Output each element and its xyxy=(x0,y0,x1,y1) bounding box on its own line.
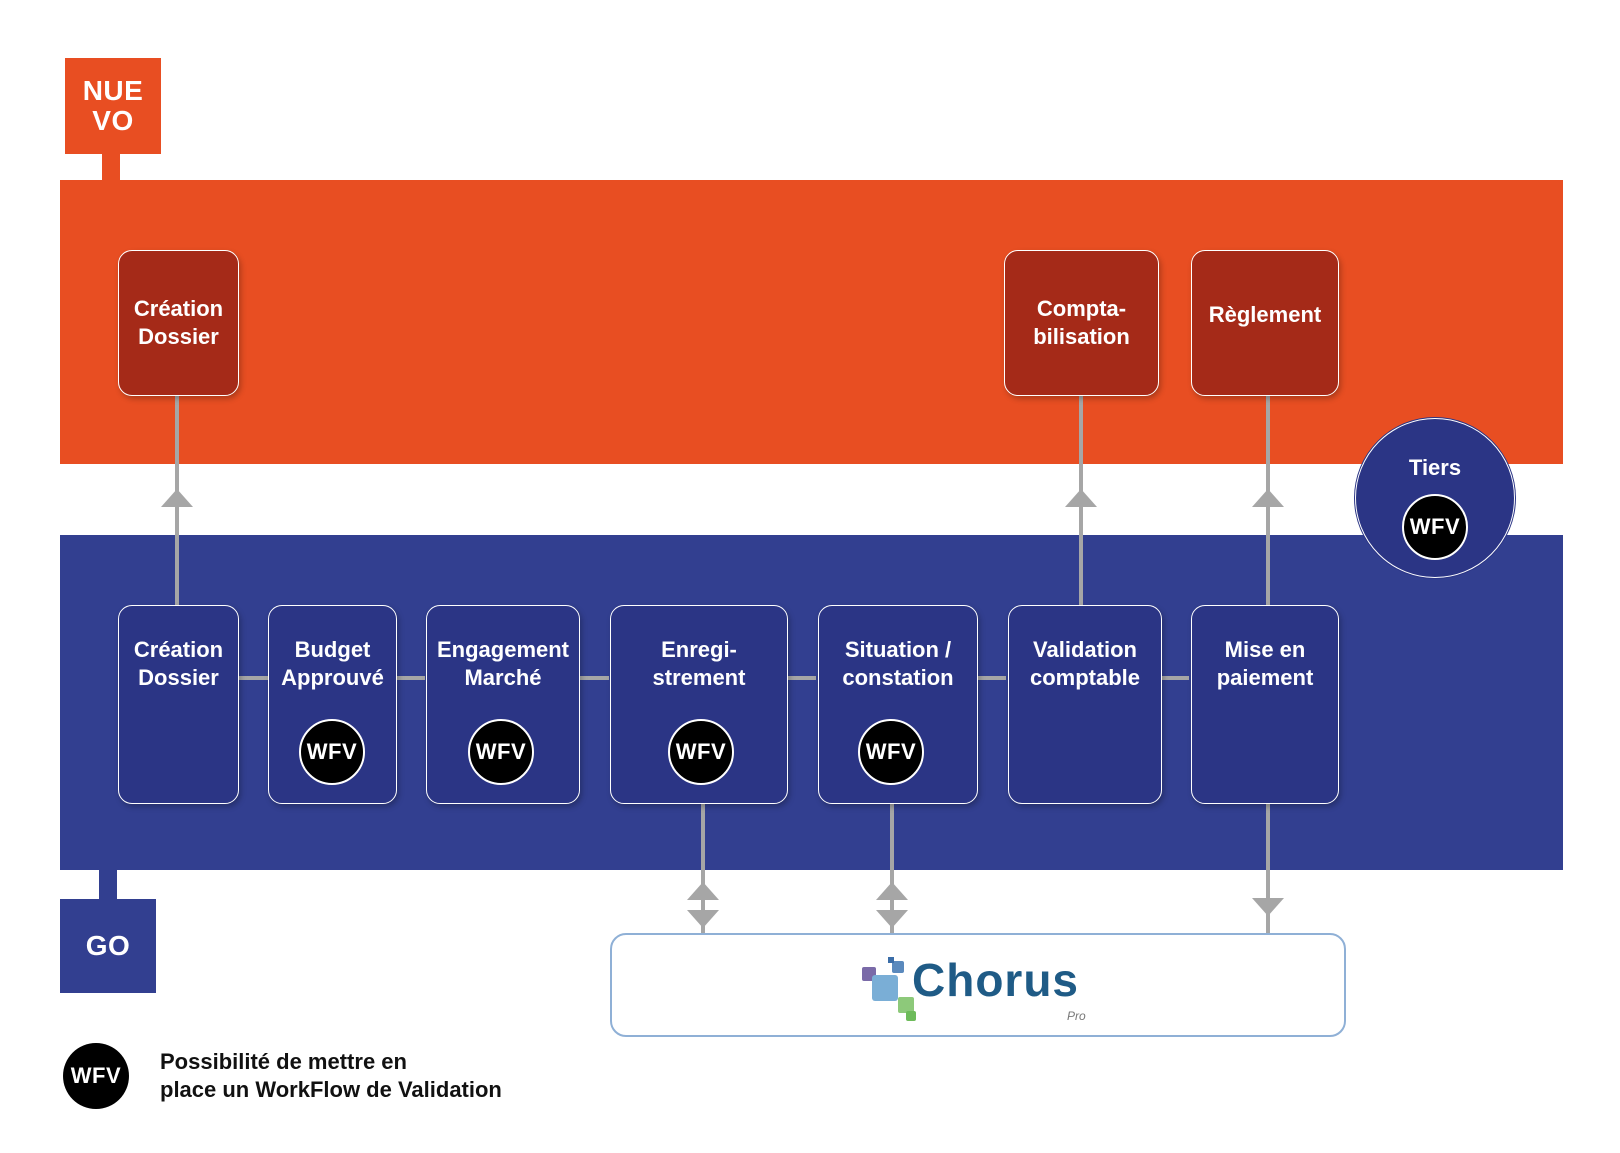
bottom-box-situation-constation: Situation / constation WFV xyxy=(818,605,978,804)
top-box-reglement: Règlement xyxy=(1191,250,1339,396)
arrow-up xyxy=(1065,489,1097,507)
arrow-up xyxy=(876,882,908,900)
arrow-down xyxy=(1252,898,1284,916)
wfv-badge: WFV xyxy=(1402,494,1468,560)
bottom-box-enregistrement: Enregi- strement WFV xyxy=(610,605,788,804)
top-box-label: Règlement xyxy=(1208,302,1322,327)
chorus-pro-label: Pro xyxy=(1067,1009,1086,1023)
tiers-label: Tiers xyxy=(1408,455,1462,480)
bottom-box-label: Enregi- strement xyxy=(652,637,746,690)
bottom-box-label: Mise en paiement xyxy=(1216,637,1314,690)
bottom-box-budget-approuve: Budget Approuvé WFV xyxy=(268,605,397,804)
top-box-label: Compta- bilisation xyxy=(1033,296,1130,349)
arrow-up xyxy=(687,882,719,900)
top-box-label: Création Dossier xyxy=(133,296,224,349)
nuevo-tag-stem xyxy=(102,150,120,184)
chorus-wordmark: Chorus xyxy=(912,954,1079,1006)
legend-wfv-badge: WFV xyxy=(63,1043,129,1109)
bottom-box-label: Création Dossier xyxy=(133,637,224,690)
bottom-box-label: Budget Approuvé xyxy=(281,637,384,690)
bottom-box-creation-dossier: Création Dossier xyxy=(118,605,239,804)
arrow-down xyxy=(876,910,908,928)
wfv-badge: WFV xyxy=(299,719,365,785)
top-box-creation-dossier: Création Dossier xyxy=(118,250,239,396)
bottom-box-label: Engagement Marché xyxy=(436,637,570,690)
chorus-pro-box: Chorus Pro xyxy=(610,933,1346,1037)
wfv-badge: WFV xyxy=(668,719,734,785)
bottom-box-label: Situation / constation xyxy=(842,637,954,690)
tiers-circle: Tiers WFV xyxy=(1355,418,1515,578)
bottom-box-label: Validation comptable xyxy=(1029,637,1141,690)
arrow-up xyxy=(161,489,193,507)
wfv-badge: WFV xyxy=(468,719,534,785)
bottom-box-engagement-marche: Engagement Marché WFV xyxy=(426,605,580,804)
bottom-box-mise-en-paiement: Mise en paiement xyxy=(1191,605,1339,804)
arrow-up xyxy=(1252,489,1284,507)
chorus-logo-icon xyxy=(862,957,916,1021)
arrow-down xyxy=(687,910,719,928)
bottom-box-validation-comptable: Validation comptable xyxy=(1008,605,1162,804)
wfv-badge: WFV xyxy=(858,719,924,785)
nuevo-tag: NUE VO xyxy=(65,58,161,154)
go-tag: GO xyxy=(60,899,156,993)
legend-text: Possibilité de mettre en place un WorkFl… xyxy=(160,1049,502,1102)
go-tag-stem xyxy=(99,866,117,902)
top-box-comptabilisation: Compta- bilisation xyxy=(1004,250,1159,396)
